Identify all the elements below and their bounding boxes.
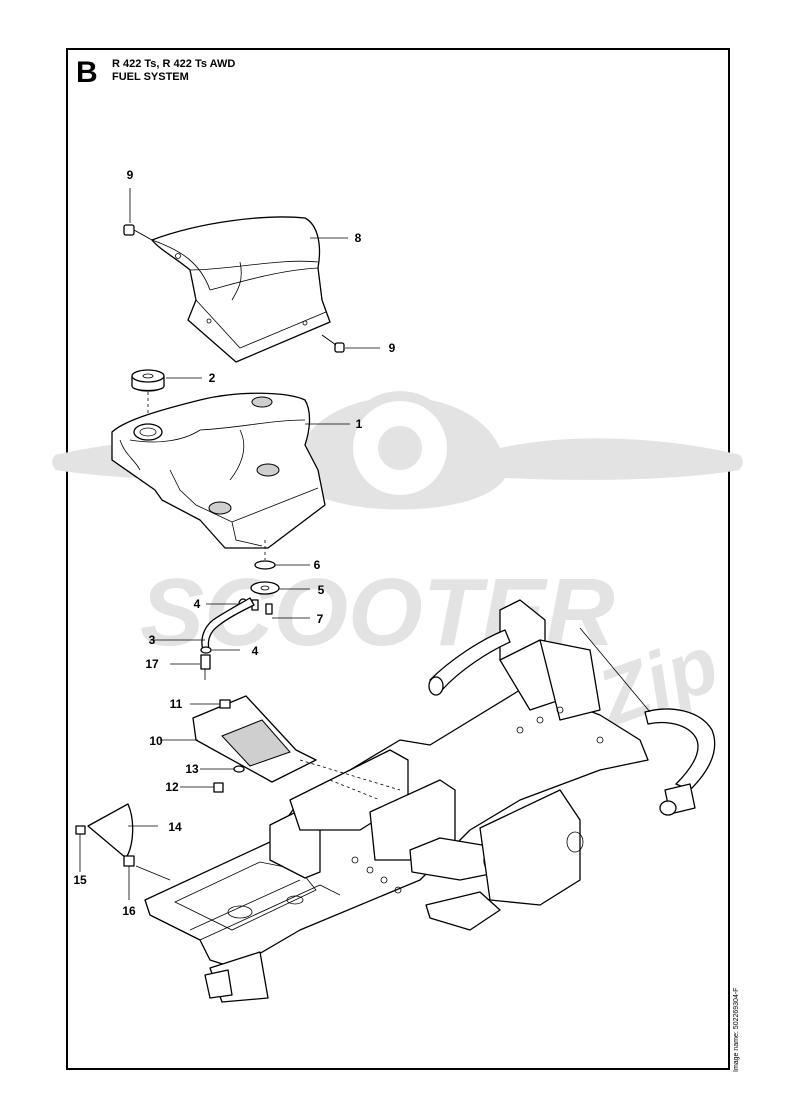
part-4-hose-clamp-lower — [200, 646, 240, 654]
callout-16: 16 — [122, 904, 136, 918]
image-name-note: Image name: 502269304-F — [733, 987, 740, 1072]
callout-12: 12 — [165, 780, 179, 794]
handle-rod — [579, 627, 651, 713]
part-9-screw-bottom — [321, 334, 380, 353]
part-12-bolt — [180, 782, 224, 793]
watermark-emblem — [52, 391, 743, 510]
section-letter: B — [76, 56, 98, 89]
callout-4-lower: 4 — [251, 644, 259, 658]
callout-15: 15 — [73, 873, 87, 887]
callout-10: 10 — [149, 734, 163, 748]
chassis-frame — [135, 599, 649, 1003]
callout-5: 5 — [317, 583, 325, 597]
part-17-shutoff-valve — [170, 654, 211, 680]
part-14-guard — [87, 803, 158, 859]
part-11-bolt — [190, 699, 231, 709]
drawing-frame — [66, 48, 730, 1070]
part-7-screws — [251, 599, 310, 619]
callout-1: 1 — [355, 417, 363, 431]
diagram-title: R 422 Ts, R 422 Ts AWD FUEL SYSTEM — [112, 58, 235, 84]
part-13-washer — [200, 765, 245, 773]
part-2-fuel-cap — [131, 369, 202, 422]
part-handle-left — [428, 629, 511, 696]
part-5-fuel-outlet — [250, 581, 310, 595]
callout-8: 8 — [354, 231, 362, 245]
callout-9-top: 9 — [126, 168, 134, 182]
callout-14: 14 — [168, 820, 182, 834]
callout-11: 11 — [169, 697, 183, 711]
part-15-screw — [75, 825, 86, 872]
callout-6: 6 — [313, 558, 321, 572]
part-8-tank-cover — [151, 216, 331, 363]
part-16-nut — [123, 855, 135, 900]
callout-7: 7 — [316, 612, 324, 626]
callout-13: 13 — [185, 762, 199, 776]
part-handle-right — [644, 708, 716, 816]
part-9-screw-top — [123, 188, 153, 241]
callout-2: 2 — [208, 371, 216, 385]
title-system: FUEL SYSTEM — [112, 71, 189, 83]
part-6-o-ring — [254, 540, 310, 570]
callout-9-bottom: 9 — [388, 341, 396, 355]
callout-4-upper: 4 — [193, 597, 201, 611]
callout-17: 17 — [145, 657, 159, 671]
callout-3: 3 — [148, 633, 156, 647]
title-model: R 422 Ts, R 422 Ts AWD — [112, 58, 236, 70]
part-1-fuel-tank — [111, 392, 350, 549]
part-10-tank-bracket — [160, 695, 317, 783]
